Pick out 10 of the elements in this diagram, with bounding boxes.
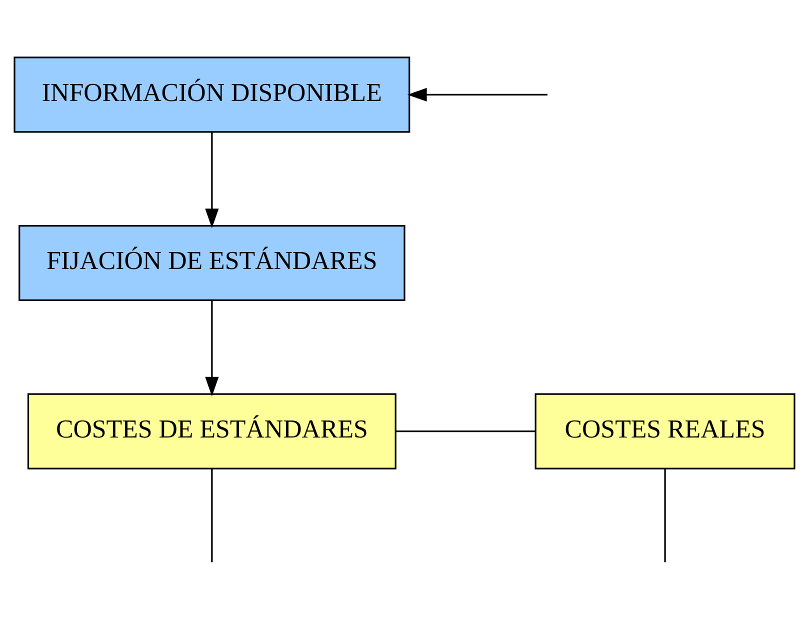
arrow — [205, 300, 219, 396]
node-box: COSTES REALES — [534, 393, 796, 470]
node-box: COSTES DE ESTÁNDARES — [27, 393, 396, 470]
arrow — [407, 88, 548, 102]
arrow — [205, 132, 219, 228]
node-box: INFORMACIÓN DISPONIBLE — [14, 56, 410, 133]
connector — [664, 468, 666, 562]
node-box: FIJACIÓN DE ESTÁNDARES — [18, 224, 406, 302]
connector — [211, 468, 213, 562]
connector — [396, 430, 536, 432]
